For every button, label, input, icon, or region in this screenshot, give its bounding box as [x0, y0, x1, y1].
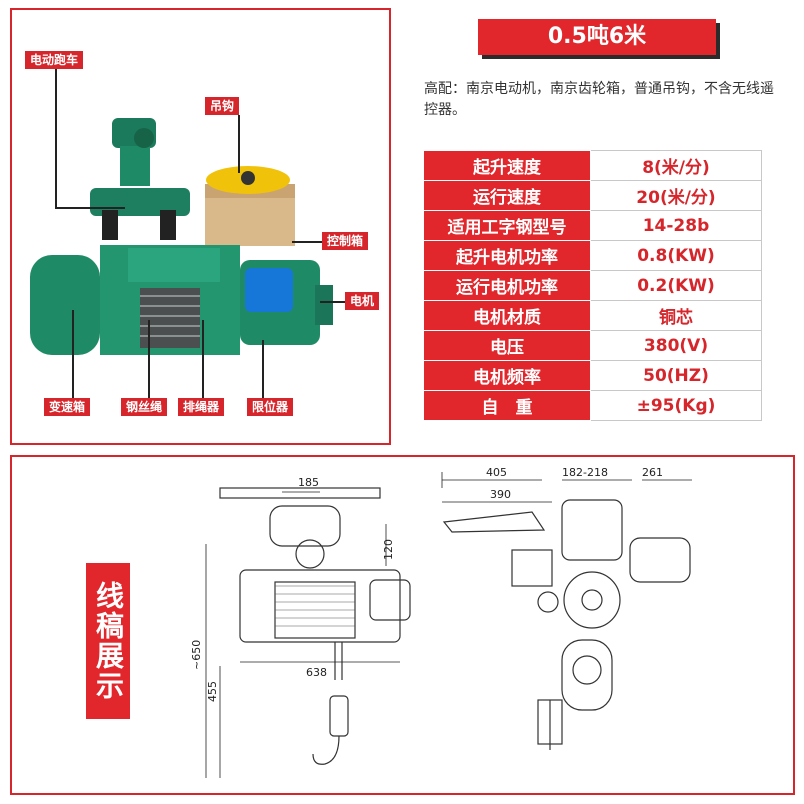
label-rope-guide: 排绳器: [178, 398, 225, 416]
label-wire-rope: 钢丝绳: [121, 398, 168, 416]
hoist-photo: [30, 118, 333, 355]
photo-panel-frame: [10, 8, 391, 445]
spec-row: 电机材质铜芯: [423, 300, 762, 331]
spec-row: 自 重±95(Kg): [423, 390, 762, 421]
label-control-box: 控制箱: [322, 232, 369, 250]
label-motor: 电机: [345, 292, 380, 310]
leader-limiter: [262, 340, 264, 398]
config-note: 高配：南京电动机，南京齿轮箱，普通吊钩，不含无线遥控器。: [424, 81, 774, 118]
label-gearbox: 变速箱: [44, 398, 91, 416]
leader-motor: [320, 301, 345, 303]
label-limiter: 限位器: [247, 398, 294, 416]
dim-455: 455: [206, 681, 219, 702]
side-view-drawing: 405 182-218 261 390: [441, 466, 692, 750]
leader-control-box: [292, 241, 322, 243]
dim-261: 261: [642, 466, 663, 479]
leader-wire-rope: [148, 320, 150, 398]
leader-trolley: [55, 69, 57, 209]
drawing-title: 线稿展示: [86, 563, 130, 719]
product-title: 0.5吨6米: [478, 19, 716, 55]
leader-gearbox: [72, 310, 74, 398]
label-hook: 吊钩: [205, 97, 240, 115]
leader-trolley-h: [55, 207, 125, 209]
leader-hook: [238, 115, 240, 173]
leader-rope-guide: [202, 320, 204, 398]
front-view-drawing: 185 638 ~650 455 120: [190, 476, 411, 778]
label-trolley: 电动跑车: [25, 51, 84, 69]
dim-120: 120: [382, 539, 395, 560]
dim-638: 638: [306, 666, 327, 679]
dim-650: ~650: [190, 640, 203, 670]
dim-390: 390: [490, 488, 511, 501]
dim-405: 405: [486, 466, 507, 479]
drawing-panel-frame: [10, 455, 795, 795]
dim-182-218: 182-218: [562, 466, 608, 479]
dim-185: 185: [298, 476, 319, 489]
